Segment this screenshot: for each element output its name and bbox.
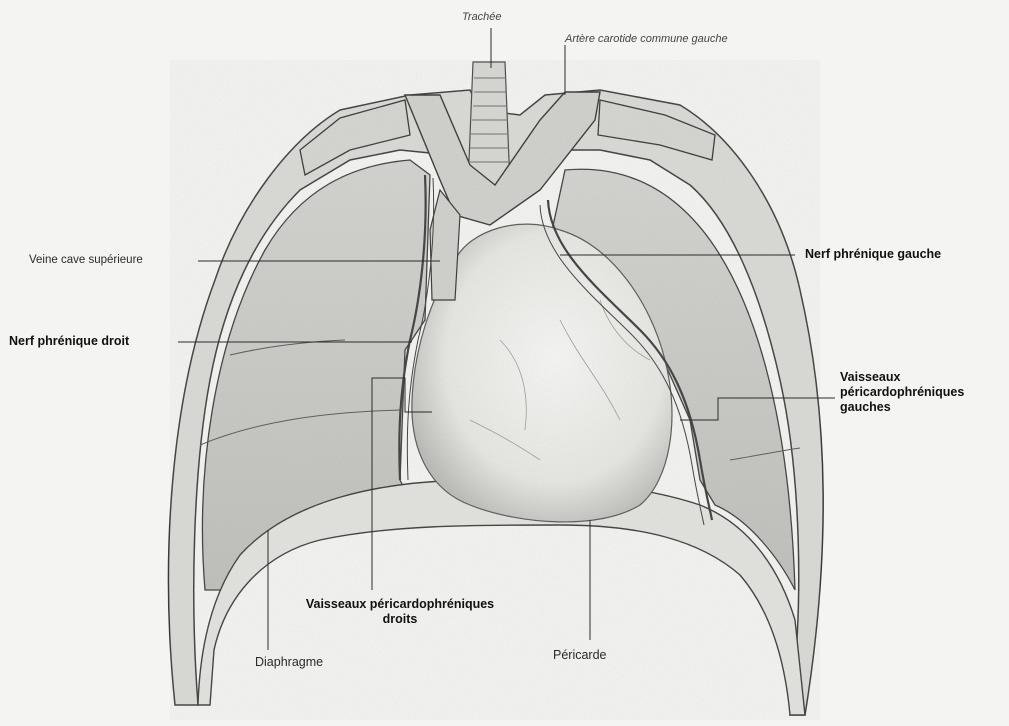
label-right-vessels-line1: Vaisseaux péricardophréniques xyxy=(270,597,530,612)
label-trachea: Trachée xyxy=(462,10,502,25)
label-left-phrenic-nerve: Nerf phrénique gauche xyxy=(805,247,941,262)
label-left-pericardiophrenic-vessels: Vaisseaux péricardophréniques gauches xyxy=(840,370,964,415)
label-right-phrenic-nerve: Nerf phrénique droit xyxy=(9,334,129,349)
label-pericardium: Péricarde xyxy=(553,648,607,663)
label-left-vessels-line2: péricardophréniques xyxy=(840,385,964,400)
label-left-vessels-line1: Vaisseaux xyxy=(840,370,964,385)
label-left-carotid-artery: Artère carotide commune gauche xyxy=(565,32,728,47)
label-right-vessels-line2: droits xyxy=(270,612,530,627)
label-diaphragm: Diaphragme xyxy=(255,655,323,670)
label-superior-vena-cava: Veine cave supérieure xyxy=(29,253,143,268)
label-left-vessels-line3: gauches xyxy=(840,400,964,415)
label-right-pericardiophrenic-vessels: Vaisseaux péricardophréniques droits xyxy=(270,597,530,627)
